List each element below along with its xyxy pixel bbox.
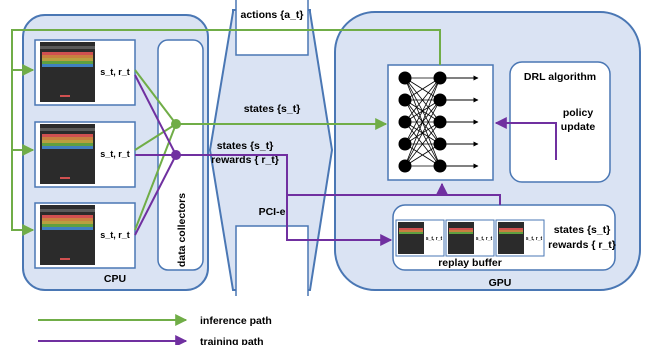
- neural-network-nodes: [398, 71, 447, 173]
- pcie-gap-top-border: [235, 0, 309, 56]
- pcie-gap-bottom: [236, 226, 308, 296]
- svg-text:s_t, r_t: s_t, r_t: [476, 236, 493, 242]
- training-collector-node: [171, 150, 181, 160]
- legend-training-label: training path: [200, 336, 264, 345]
- svg-text:s_t, r_t: s_t, r_t: [526, 236, 543, 242]
- env-box-1: s_t, r_t: [34, 39, 136, 106]
- pcie-gap-top: [236, 0, 308, 55]
- env-1-label: s_t, r_t: [100, 67, 130, 77]
- env-box-2: s_t, r_t: [34, 121, 136, 188]
- states-rewards-label-1: states {s_t}: [217, 140, 274, 152]
- drl-title: DRL algorithm: [524, 71, 596, 83]
- replay-thumb-1: s_t, r_t: [395, 219, 445, 257]
- data-collectors-label: data collectors: [176, 193, 188, 267]
- policy-line1: policy: [563, 107, 594, 119]
- inference-paths: [11, 29, 441, 236]
- cpu-label: CPU: [104, 273, 126, 285]
- replay-states-label: states {s_t}: [554, 224, 611, 236]
- neural-network-outputs: [446, 75, 479, 169]
- states-rewards-label-2: rewards { r_t}: [211, 154, 279, 166]
- states-label: states {s_t}: [244, 103, 301, 115]
- training-paths: [134, 74, 557, 246]
- replay-thumb-3: s_t, r_t: [495, 219, 545, 257]
- replay-rewards-label: rewards { r_t}: [548, 239, 616, 251]
- env-3-label: s_t, r_t: [100, 230, 130, 240]
- pcie-link: [208, 9, 334, 291]
- replay-thumb-2: s_t, r_t: [445, 219, 495, 257]
- replay-buffer-label: replay buffer: [438, 257, 502, 269]
- actions-label: actions {a_t}: [240, 9, 303, 21]
- legend-inference-label: inference path: [200, 315, 272, 327]
- inference-collector-node: [171, 119, 181, 129]
- svg-text:s_t, r_t: s_t, r_t: [426, 236, 443, 242]
- env-box-3: s_t, r_t: [34, 202, 136, 269]
- pcie-label: PCI-e: [259, 206, 286, 218]
- legend: inference path training path: [38, 314, 272, 348]
- gpu-label: GPU: [489, 277, 512, 289]
- policy-line2: update: [561, 121, 596, 133]
- env-2-label: s_t, r_t: [100, 149, 130, 159]
- pcie-gap-bottom-border: [235, 225, 309, 296]
